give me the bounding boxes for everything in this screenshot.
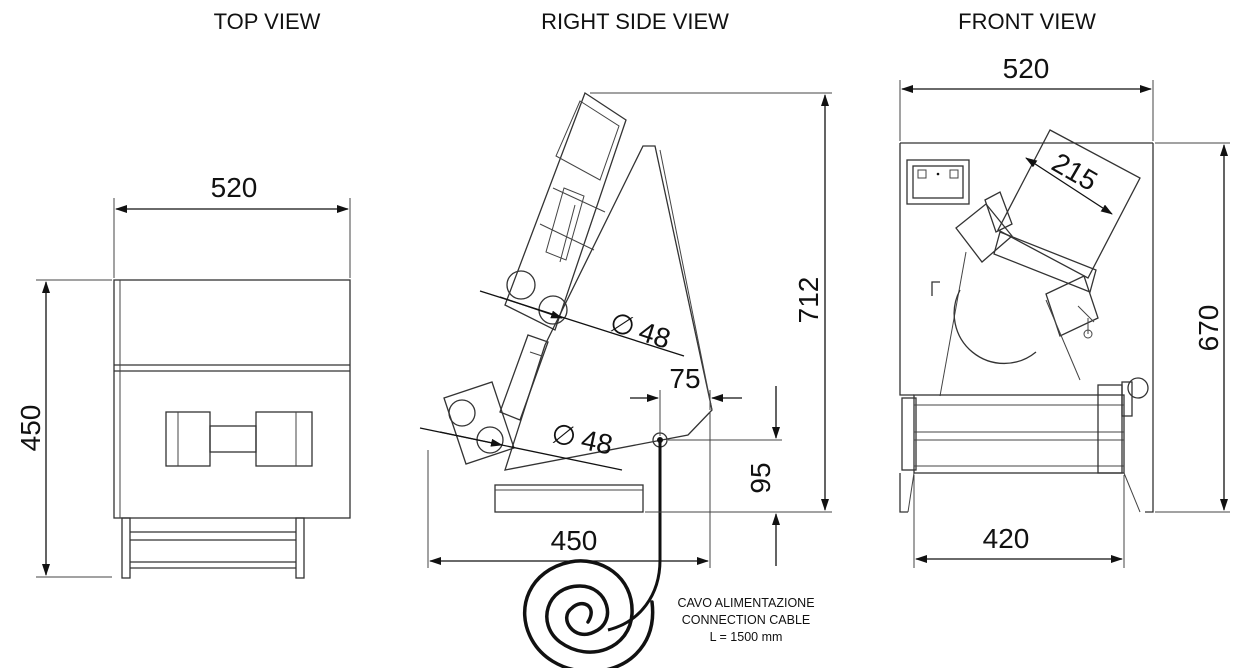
front-view-title: FRONT VIEW [958, 9, 1096, 34]
front-height-dimension [1155, 142, 1230, 513]
top-view-title: TOP VIEW [214, 9, 321, 34]
roller-length-dimension [1025, 157, 1113, 215]
side-base-value: 450 [551, 525, 598, 556]
top-depth-dimension [36, 279, 112, 578]
cable-offset-x-value: 75 [669, 363, 700, 394]
cable-note-line3: L = 1500 mm [710, 630, 783, 644]
front-width-value: 520 [1003, 53, 1050, 84]
side-height-dimension [590, 92, 832, 513]
front-base-dimension [913, 475, 1125, 568]
lower-diameter-value: ∅48 [549, 418, 616, 461]
side-view: 712 ∅48 ∅48 75 95 [419, 92, 832, 668]
side-view-title: RIGHT SIDE VIEW [541, 9, 729, 34]
cable-note-line1: CAVO ALIMENTAZIONE [677, 596, 814, 610]
cable-note: CAVO ALIMENTAZIONE CONNECTION CABLE L = … [677, 596, 814, 644]
front-view-outline [899, 129, 1154, 513]
front-width-dimension [899, 80, 1154, 141]
cable-note-line2: CONNECTION CABLE [682, 613, 811, 627]
top-width-value: 520 [211, 172, 258, 203]
top-width-dimension [113, 198, 351, 278]
side-base-dimension [427, 412, 711, 568]
side-height-value: 712 [793, 277, 824, 324]
top-view: 520 450 [15, 172, 351, 579]
upper-diameter-value: ∅48 [606, 306, 674, 355]
cable-offset-y-value: 95 [745, 462, 776, 493]
front-base-value: 420 [983, 523, 1030, 554]
cable-offset-x-dimension [630, 390, 742, 436]
front-height-value: 670 [1193, 305, 1224, 352]
lower-diameter-dimension [419, 427, 623, 471]
cable-coil [522, 559, 655, 668]
upper-diameter-dimension [479, 290, 685, 357]
top-depth-value: 450 [15, 405, 46, 452]
cable-offset-y-dimension [668, 386, 782, 566]
front-view: 520 670 215 420 [899, 53, 1230, 568]
side-view-outline [443, 92, 713, 513]
top-view-outline [113, 279, 351, 579]
